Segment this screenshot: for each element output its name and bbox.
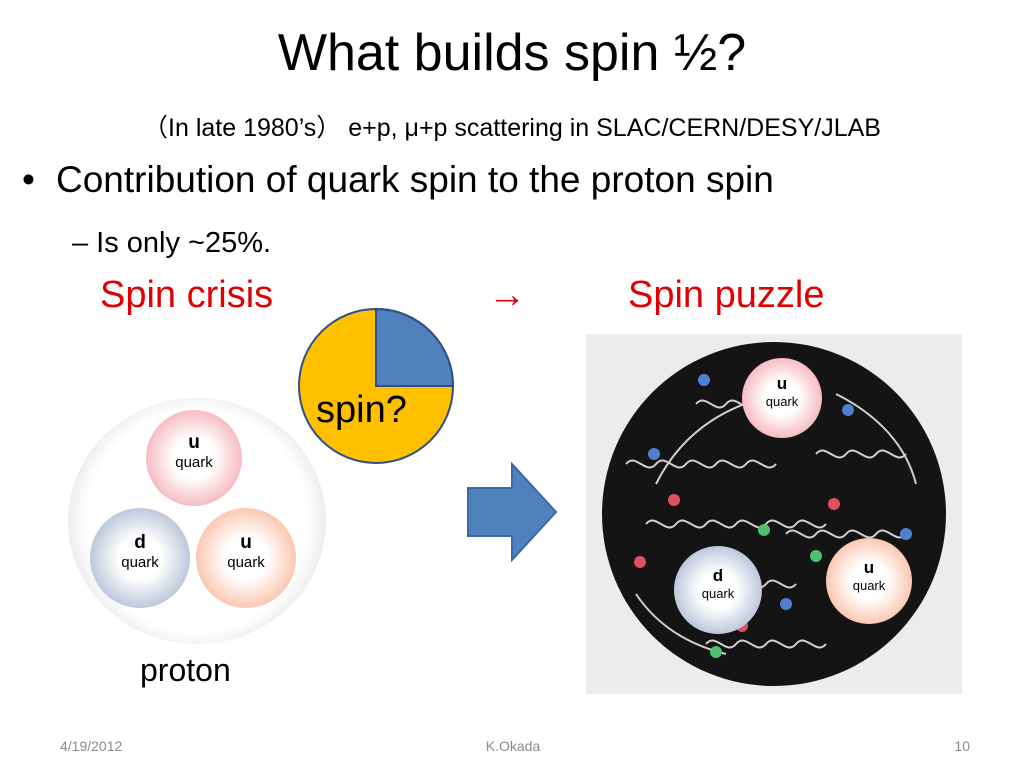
quark-flavor: u [776, 374, 788, 393]
quark-flavor: u [240, 532, 252, 553]
d-quark-puzzle: d quark [674, 546, 762, 634]
proton-label: proton [140, 652, 231, 688]
quark-word: quark [852, 578, 886, 593]
right-arrow-symbol: → [488, 274, 526, 316]
spin-puzzle-image: u quark d quark u quark [586, 334, 962, 694]
quark-word: quark [175, 454, 213, 471]
spin-crisis-label: Spin crisis [100, 274, 274, 316]
quark-word: quark [227, 554, 265, 571]
slide-title: What builds spin ½? [277, 24, 747, 82]
footer-date: 4/19/2012 [60, 738, 123, 754]
pie-spin-label: spin? [316, 389, 407, 431]
footer-author: K.Okada [485, 738, 541, 754]
quark-flavor: u [863, 558, 875, 577]
slide-subtitle: （In late 1980’s） e+p, μ+p scattering in … [143, 114, 881, 142]
quark-word: quark [121, 554, 159, 571]
bullet-text: Contribution of quark spin to the proton… [56, 159, 774, 200]
big-arrow-icon [467, 462, 558, 562]
d-quark: d quark [90, 508, 190, 608]
quark-word: quark [765, 394, 799, 409]
quark-flavor: d [712, 566, 724, 585]
bullet-marker: • [22, 159, 35, 200]
pie-quark-slice [375, 307, 455, 387]
u-quark-puzzle-top: u quark [742, 358, 822, 438]
bullet-item: • Contribution of quark spin to the proto… [22, 158, 774, 202]
footer-page-number: 10 [954, 738, 970, 754]
u-quark-puzzle-right: u quark [826, 538, 912, 624]
u-quark-top: u quark [146, 410, 242, 506]
u-quark-right: u quark [196, 508, 296, 608]
spin-pie-chart [298, 307, 455, 464]
spin-puzzle-label: Spin puzzle [628, 274, 825, 316]
quark-word: quark [701, 586, 735, 601]
sub-bullet-item: – Is only ~25%. [72, 227, 272, 259]
quark-flavor: u [188, 432, 200, 453]
quark-flavor: d [134, 532, 146, 553]
